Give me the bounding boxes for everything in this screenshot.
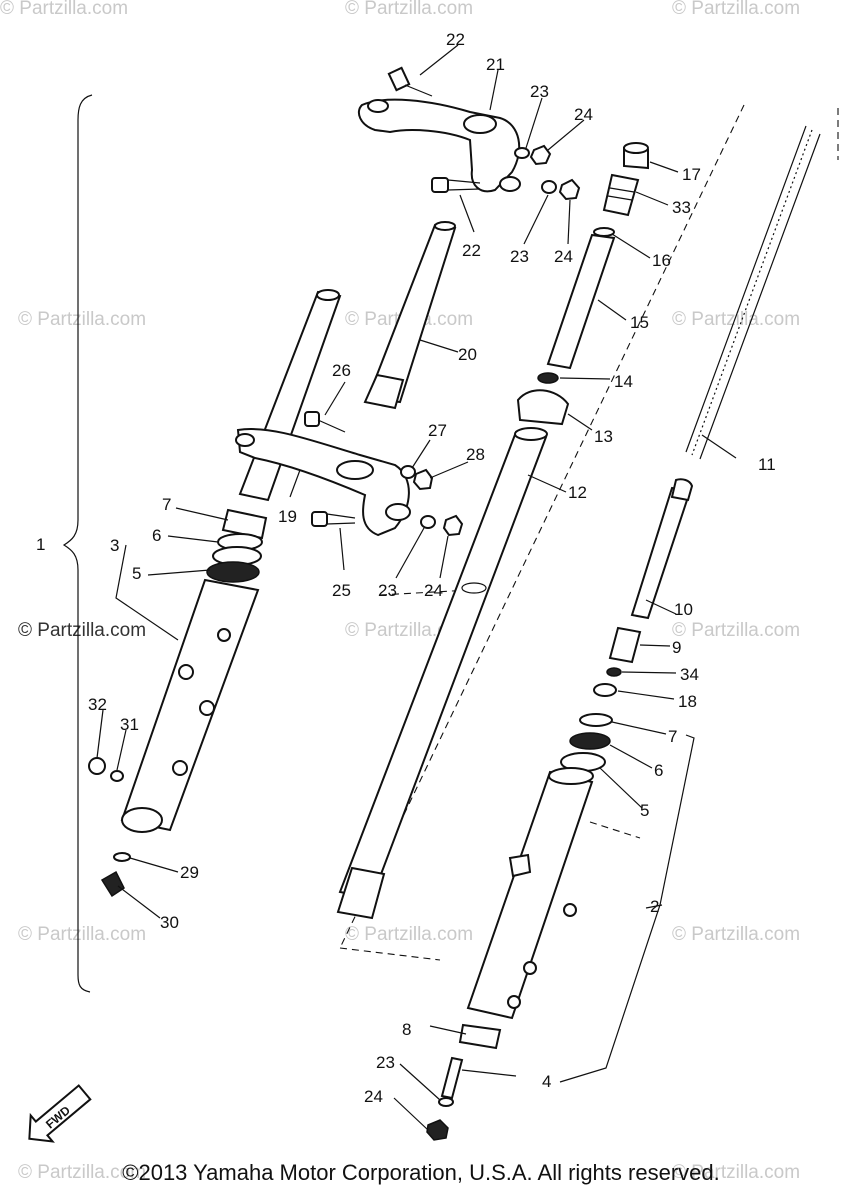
upper-bracket-part[interactable]	[357, 98, 521, 193]
callout-label: 27	[428, 421, 447, 440]
callout-label: 24	[364, 1087, 383, 1106]
callout-label: 5	[132, 564, 141, 583]
callout-label: 24	[574, 105, 593, 124]
callout-label: 23	[378, 581, 397, 600]
callout-label: 6	[654, 761, 663, 780]
callout-label: 33	[672, 198, 691, 217]
oil-lock-part[interactable]	[516, 389, 570, 426]
callout-label: 32	[88, 695, 107, 714]
gasket-part[interactable]	[113, 852, 131, 862]
watermark: © Partzilla.com	[18, 620, 146, 641]
left-seal-stack-part[interactable]	[206, 508, 268, 583]
under-bracket-part[interactable]	[235, 428, 411, 537]
damper-piece-part[interactable]	[608, 626, 642, 664]
callout-label: 31	[120, 715, 139, 734]
drain-bolt-part[interactable]	[88, 757, 124, 782]
assembly-brace	[62, 94, 93, 993]
callout-label: 34	[680, 665, 699, 684]
nut-part[interactable]	[412, 468, 464, 537]
washer-part[interactable]	[537, 372, 559, 384]
callout-label: 23	[376, 1053, 395, 1072]
callout-label: 22	[462, 241, 481, 260]
callout-label: 9	[672, 638, 681, 657]
exploded-guides	[339, 104, 839, 961]
fork-spring-part[interactable]	[685, 125, 821, 460]
callout-label: 8	[402, 1020, 411, 1039]
callout-label: 28	[466, 445, 485, 464]
callout-label: 4	[542, 1072, 551, 1091]
callout-label: 25	[332, 581, 351, 600]
callout-label: 26	[332, 361, 351, 380]
callout-label: 30	[160, 913, 179, 932]
callout-label: 24	[424, 581, 443, 600]
watermark: © Partzilla.com	[672, 924, 800, 945]
fwd-arrow-icon: FWD	[28, 1084, 92, 1143]
callout-label: 29	[180, 863, 199, 882]
axle-holder-part[interactable]	[458, 1023, 502, 1050]
right-outer-tube-part[interactable]	[466, 767, 594, 1020]
watermark: © Partzilla.com	[0, 0, 128, 19]
stud-part[interactable]	[440, 1056, 464, 1100]
watermark: © Partzilla.com	[672, 0, 800, 19]
callout-label: 13	[594, 427, 613, 446]
inner-tube-part[interactable]	[363, 221, 457, 410]
bolt-part[interactable]	[431, 177, 481, 193]
watermark: © Partzilla.com	[672, 1162, 800, 1183]
copyright-notice: ©2013 Yamaha Motor Corporation, U.S.A. A…	[122, 1160, 720, 1185]
callout-label: 7	[162, 495, 171, 514]
bolt-part[interactable]	[311, 511, 356, 527]
callout-label: 19	[278, 507, 297, 526]
callout-label: 2	[650, 897, 659, 916]
watermark: © Partzilla.com	[345, 924, 473, 945]
callout-label: 6	[152, 526, 161, 545]
watermark-layer: © Partzilla.com © Partzilla.com © Partzi…	[0, 0, 800, 1183]
nut-part[interactable]	[529, 144, 581, 201]
cap-bolt-part[interactable]	[602, 173, 640, 217]
callout-label: 18	[678, 692, 697, 711]
clip-part[interactable]	[606, 667, 622, 677]
watermark: © Partzilla.com	[672, 309, 800, 330]
watermark: © Partzilla.com	[18, 1162, 146, 1183]
axle-bolt-part[interactable]	[100, 870, 125, 898]
leader-lines	[96, 44, 737, 1131]
callout-label: 12	[568, 483, 587, 502]
callout-label: 15	[630, 313, 649, 332]
callout-label: 22	[446, 30, 465, 49]
watermark: © Partzilla.com	[18, 309, 146, 330]
washer-part[interactable]	[514, 147, 557, 194]
callout-label: 1	[36, 535, 45, 554]
spacer-part[interactable]	[546, 233, 616, 370]
washer-part[interactable]	[438, 1097, 454, 1107]
callout-label: 14	[614, 372, 633, 391]
washer-part[interactable]	[400, 465, 436, 529]
nut-part[interactable]	[426, 1119, 449, 1141]
watermark: © Partzilla.com	[345, 0, 473, 19]
callout-label: 3	[110, 536, 119, 555]
right-seal-stack-part[interactable]	[560, 713, 613, 772]
callout-label: 17	[682, 165, 701, 184]
long-inner-tube-part[interactable]	[336, 427, 548, 920]
callout-label: 21	[486, 55, 505, 74]
left-outer-tube-part[interactable]	[120, 578, 260, 833]
callout-labels: 1 2 3 4 5 6 7 8 9 10 11 12 13 14 15 16 1…	[36, 30, 776, 1106]
callout-label: 11	[758, 455, 776, 474]
callout-label: 20	[458, 345, 477, 364]
bolt-part[interactable]	[387, 66, 433, 97]
callout-label: 5	[640, 801, 649, 820]
cap-part[interactable]	[623, 142, 649, 170]
callout-label: 23	[510, 247, 529, 266]
damper-rod-part[interactable]	[630, 478, 694, 620]
callout-label: 16	[652, 251, 671, 270]
seat-part[interactable]	[593, 683, 617, 697]
watermark: © Partzilla.com	[672, 620, 800, 641]
callout-label: 10	[674, 600, 693, 619]
bolt-part[interactable]	[304, 411, 346, 433]
callout-label: 24	[554, 247, 573, 266]
callout-label: 23	[530, 82, 549, 101]
callout-label: 7	[668, 727, 677, 746]
watermark: © Partzilla.com	[18, 924, 146, 945]
